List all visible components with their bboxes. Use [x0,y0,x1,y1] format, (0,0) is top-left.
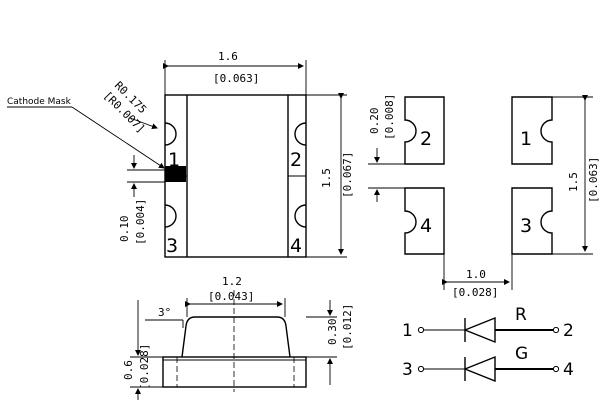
pin-3-label: 3 [166,235,178,257]
diode-r-triangle [463,316,496,344]
pad-view: 2 1 4 3 0.20 [0.008] 1.5 [0.063] 1.0 [0.… [368,94,600,299]
pad-height-dim-inch: [0.008] [383,94,396,140]
pad-label-4: 4 [420,215,432,237]
pad-2 [404,96,445,165]
pin-2-label: 2 [290,149,302,171]
pin-4-label: 4 [290,235,302,257]
pin-1-label: 1 [168,149,180,171]
castellation-3 [164,204,177,228]
pad-total-dim-mm: 1.5 [567,172,580,192]
pad-spacing-dim-inch: [0.028] [452,286,498,299]
pad-label-2: 2 [420,128,432,150]
pad-1 [511,96,553,165]
castellation-2 [294,122,307,146]
dome-height-dim-mm: 0.30 [326,319,339,346]
angle-label: 3° [158,306,171,319]
top-view: 1 2 3 4 1.6 [0.063] R0.175 [R0.007] Cath… [7,50,354,258]
schematic: 1 R 2 3 G 4 [402,305,574,383]
pad-spacing-dim-mm: 1.0 [466,268,486,281]
total-height-dim-inch: [0.028] [138,344,151,390]
width-dim-mm: 1.6 [218,50,238,63]
height-dim-inch: [0.067] [341,152,354,198]
width-dim-inch: [0.063] [213,72,259,85]
schematic-pin-4: 4 [563,360,574,380]
schematic-label-g: G [515,344,528,364]
castellation-1 [164,122,177,146]
pad-4 [404,187,445,255]
side-dome [181,316,291,358]
pad-label-3: 3 [520,215,532,237]
schematic-pin-1: 1 [402,321,413,341]
total-height-dim-mm: 0.6 [122,360,135,380]
pad-3 [511,187,553,255]
schematic-label-r: R [515,305,527,325]
cathode-mask [165,166,186,182]
pad-gap-dim-inch: [0.004] [134,199,147,245]
side-base [162,356,307,388]
diode-g-triangle [463,355,496,383]
pad-label-1: 1 [520,128,532,150]
height-dim-mm: 1.5 [320,168,333,188]
cathode-mask-label: Cathode Mask [7,97,72,107]
schematic-pin-2: 2 [563,321,574,341]
pad-total-dim-inch: [0.063] [587,157,600,203]
side-view: 1.2 [0.043] 3° 0.6 [0.028] 0.30 [0.012] [122,275,354,400]
pad-gap-dim-mm: 0.10 [118,216,131,243]
castellation-4 [294,204,307,228]
pad-height-dim-mm: 0.20 [368,108,381,135]
dome-height-dim-inch: [0.012] [341,304,354,350]
dome-width-dim-inch: [0.043] [208,290,254,303]
schematic-pin-3: 3 [402,360,413,380]
dome-width-dim-mm: 1.2 [222,275,242,288]
